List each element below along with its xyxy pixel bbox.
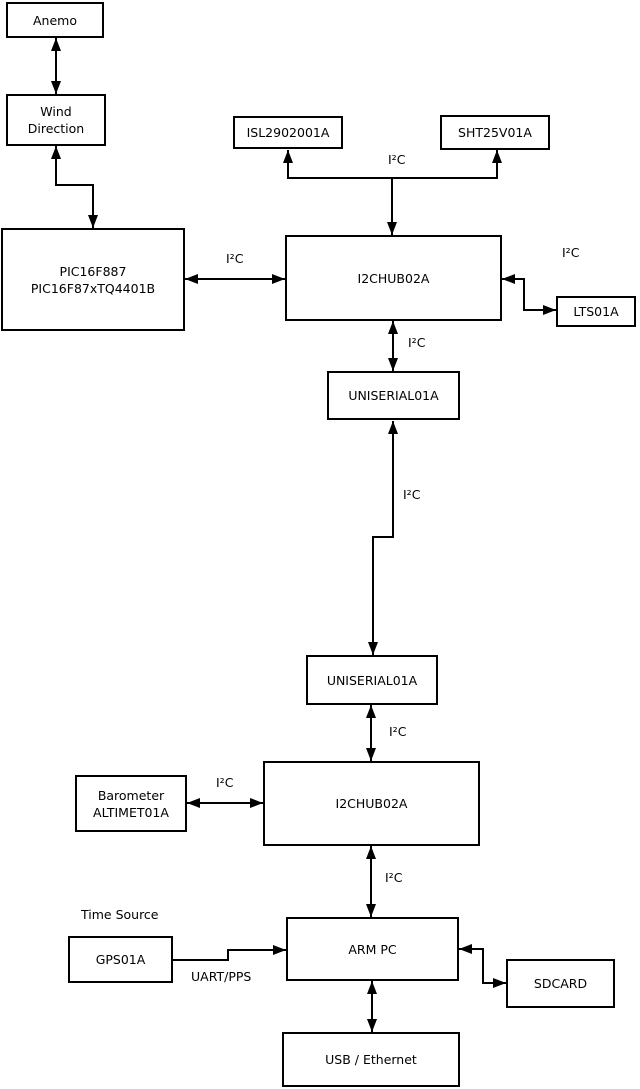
node-label: SDCARD <box>533 976 588 991</box>
edge-wind-pic <box>51 146 98 228</box>
edge-uni1-uni2 <box>368 421 398 655</box>
edge-label-i2c-uniserial-hub2: I²C <box>389 724 407 739</box>
edge-label-i2c-hub1-uniserial: I²C <box>408 335 426 350</box>
edge-label-uart-pps: UART/PPS <box>191 969 252 984</box>
node-label-line1: PIC16F887 <box>59 263 127 279</box>
node-arm-pc: ARM PC <box>286 917 459 981</box>
node-pic-microcontroller: PIC16F887 PIC16F87xTQ4401B <box>1 228 185 331</box>
node-label-line2: ALTIMET01A <box>93 804 169 820</box>
edge-label-i2c-pic-hub1: I²C <box>226 251 244 266</box>
edge-hub1-lts <box>502 274 556 315</box>
node-isl2902001a: ISL2902001A <box>233 116 343 149</box>
edge-label-i2c-barometer-hub2: I²C <box>216 775 234 790</box>
node-wind-direction: Wind Direction <box>6 94 106 146</box>
node-label: UNISERIAL01A <box>348 388 439 403</box>
node-label: ARM PC <box>348 941 397 957</box>
label-time-source: Time Source <box>81 907 159 922</box>
edge-gps-arm <box>173 945 286 961</box>
node-uniserial01a-lower: UNISERIAL01A <box>306 655 438 705</box>
node-label: SHT25V01A <box>458 125 532 140</box>
node-label-line1: Barometer <box>97 787 165 803</box>
edge-label-i2c-uniserial-link: I²C <box>403 487 421 502</box>
node-i2chub02a-upper: I2CHUB02A <box>285 235 502 321</box>
node-label: ISL2902001A <box>246 125 330 140</box>
node-usb-ethernet: USB / Ethernet <box>282 1032 460 1087</box>
node-i2chub02a-lower: I2CHUB02A <box>263 761 480 846</box>
node-uniserial01a-upper: UNISERIAL01A <box>327 371 460 420</box>
node-gps01a: GPS01A <box>68 936 173 983</box>
edge-label-i2c-hub2-armpc: I²C <box>385 870 403 885</box>
node-lts01a: LTS01A <box>556 296 636 327</box>
node-sht25v01a: SHT25V01A <box>440 115 550 150</box>
node-label-line2: PIC16F87xTQ4401B <box>30 280 156 296</box>
node-label-line1: Wind <box>40 104 72 119</box>
edge-label-i2c-hub1-sensors: I²C <box>388 152 406 167</box>
node-label: UNISERIAL01A <box>326 672 418 688</box>
node-label-line2: Direction <box>27 121 85 136</box>
node-label: I2CHUB02A <box>357 270 430 286</box>
node-sdcard: SDCARD <box>506 959 615 1008</box>
node-anemometer: Anemo <box>6 2 104 38</box>
edge-arm-sdcard <box>459 944 506 988</box>
node-label: I2CHUB02A <box>335 796 408 811</box>
node-label: LTS01A <box>573 304 619 319</box>
node-label: Anemo <box>33 12 77 28</box>
node-label: GPS01A <box>95 952 146 967</box>
edge-label-i2c-hub1-lts: I²C <box>562 245 580 260</box>
node-barometer-altimet01a: Barometer ALTIMET01A <box>75 775 187 832</box>
node-label: USB / Ethernet <box>325 1052 417 1067</box>
